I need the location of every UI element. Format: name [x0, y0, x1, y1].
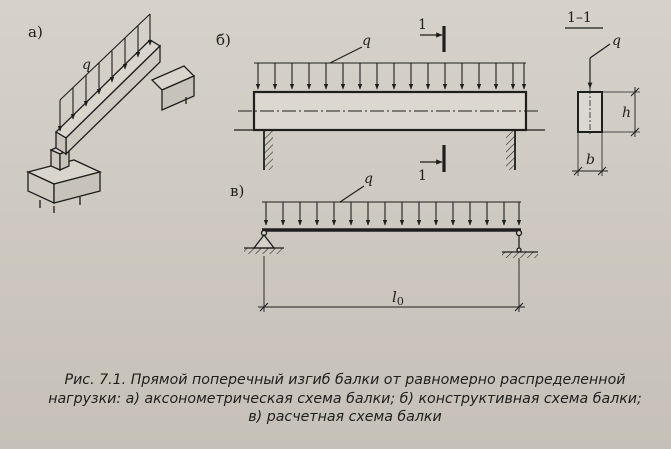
span-label-main: l [392, 288, 397, 306]
panel-a-load-label: q [82, 57, 91, 73]
section-load-label: q [612, 33, 621, 49]
pinned-support [244, 229, 284, 254]
caption-line-1: Рис. 7.1. Прямой поперечный изгиб балки … [64, 372, 626, 388]
panel-a-label: а) [28, 23, 43, 41]
section-title: 1–1 [567, 10, 592, 26]
beam-bending-figure: а) [26, 10, 640, 312]
panel-c-load-label: q [364, 171, 373, 187]
width-label: b [586, 152, 595, 168]
span-dimension [258, 256, 525, 312]
roller-support [502, 229, 538, 258]
left-support-block [26, 159, 102, 213]
design-load [262, 185, 522, 226]
cross-section: 1–1 q h b [565, 10, 640, 176]
right-support-block [150, 65, 196, 111]
caption-line-2: нагрузки: а) аксонометрическая схема бал… [48, 390, 642, 407]
panel-b-load-label: q [362, 33, 371, 49]
span-label: l0 [392, 288, 404, 308]
panel-c-label: в) [230, 182, 244, 200]
axonometric-load [57, 13, 153, 132]
section-mark-bottom: 1 [418, 145, 446, 184]
span-label-subscript: 0 [397, 295, 404, 308]
section-mark-top: 1 [418, 17, 446, 52]
right-wall [506, 129, 545, 170]
structural-load [254, 46, 527, 90]
panel-a-axonometric: а) [26, 13, 196, 213]
section-mark-top-label: 1 [418, 17, 427, 33]
section-mark-bottom-label: 1 [418, 168, 427, 184]
panel-c-design: в) q [230, 171, 538, 312]
caption-line-3: в) расчетная схема балки [248, 409, 442, 425]
height-label: h [622, 105, 631, 121]
panel-b-structural: б) q [216, 17, 545, 184]
panel-b-label: б) [216, 31, 231, 49]
left-wall [234, 129, 273, 170]
axonometric-beam [54, 39, 162, 156]
figure-caption: Рис. 7.1. Прямой поперечный изгиб балки … [40, 371, 650, 427]
